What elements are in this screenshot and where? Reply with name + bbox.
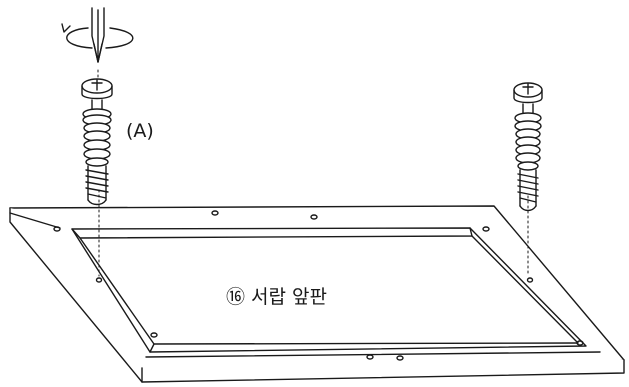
- cam-bolt-icon: [513, 82, 543, 212]
- rotation-arrow-icon: [61, 23, 134, 49]
- fastener-label: (A): [126, 120, 154, 142]
- screwdriver-icon: [91, 7, 105, 63]
- cam-bolt-icon: [81, 78, 113, 206]
- part-label: ⑯ 서랍 앞판: [226, 286, 327, 308]
- drawer-front-panel: [9, 205, 625, 383]
